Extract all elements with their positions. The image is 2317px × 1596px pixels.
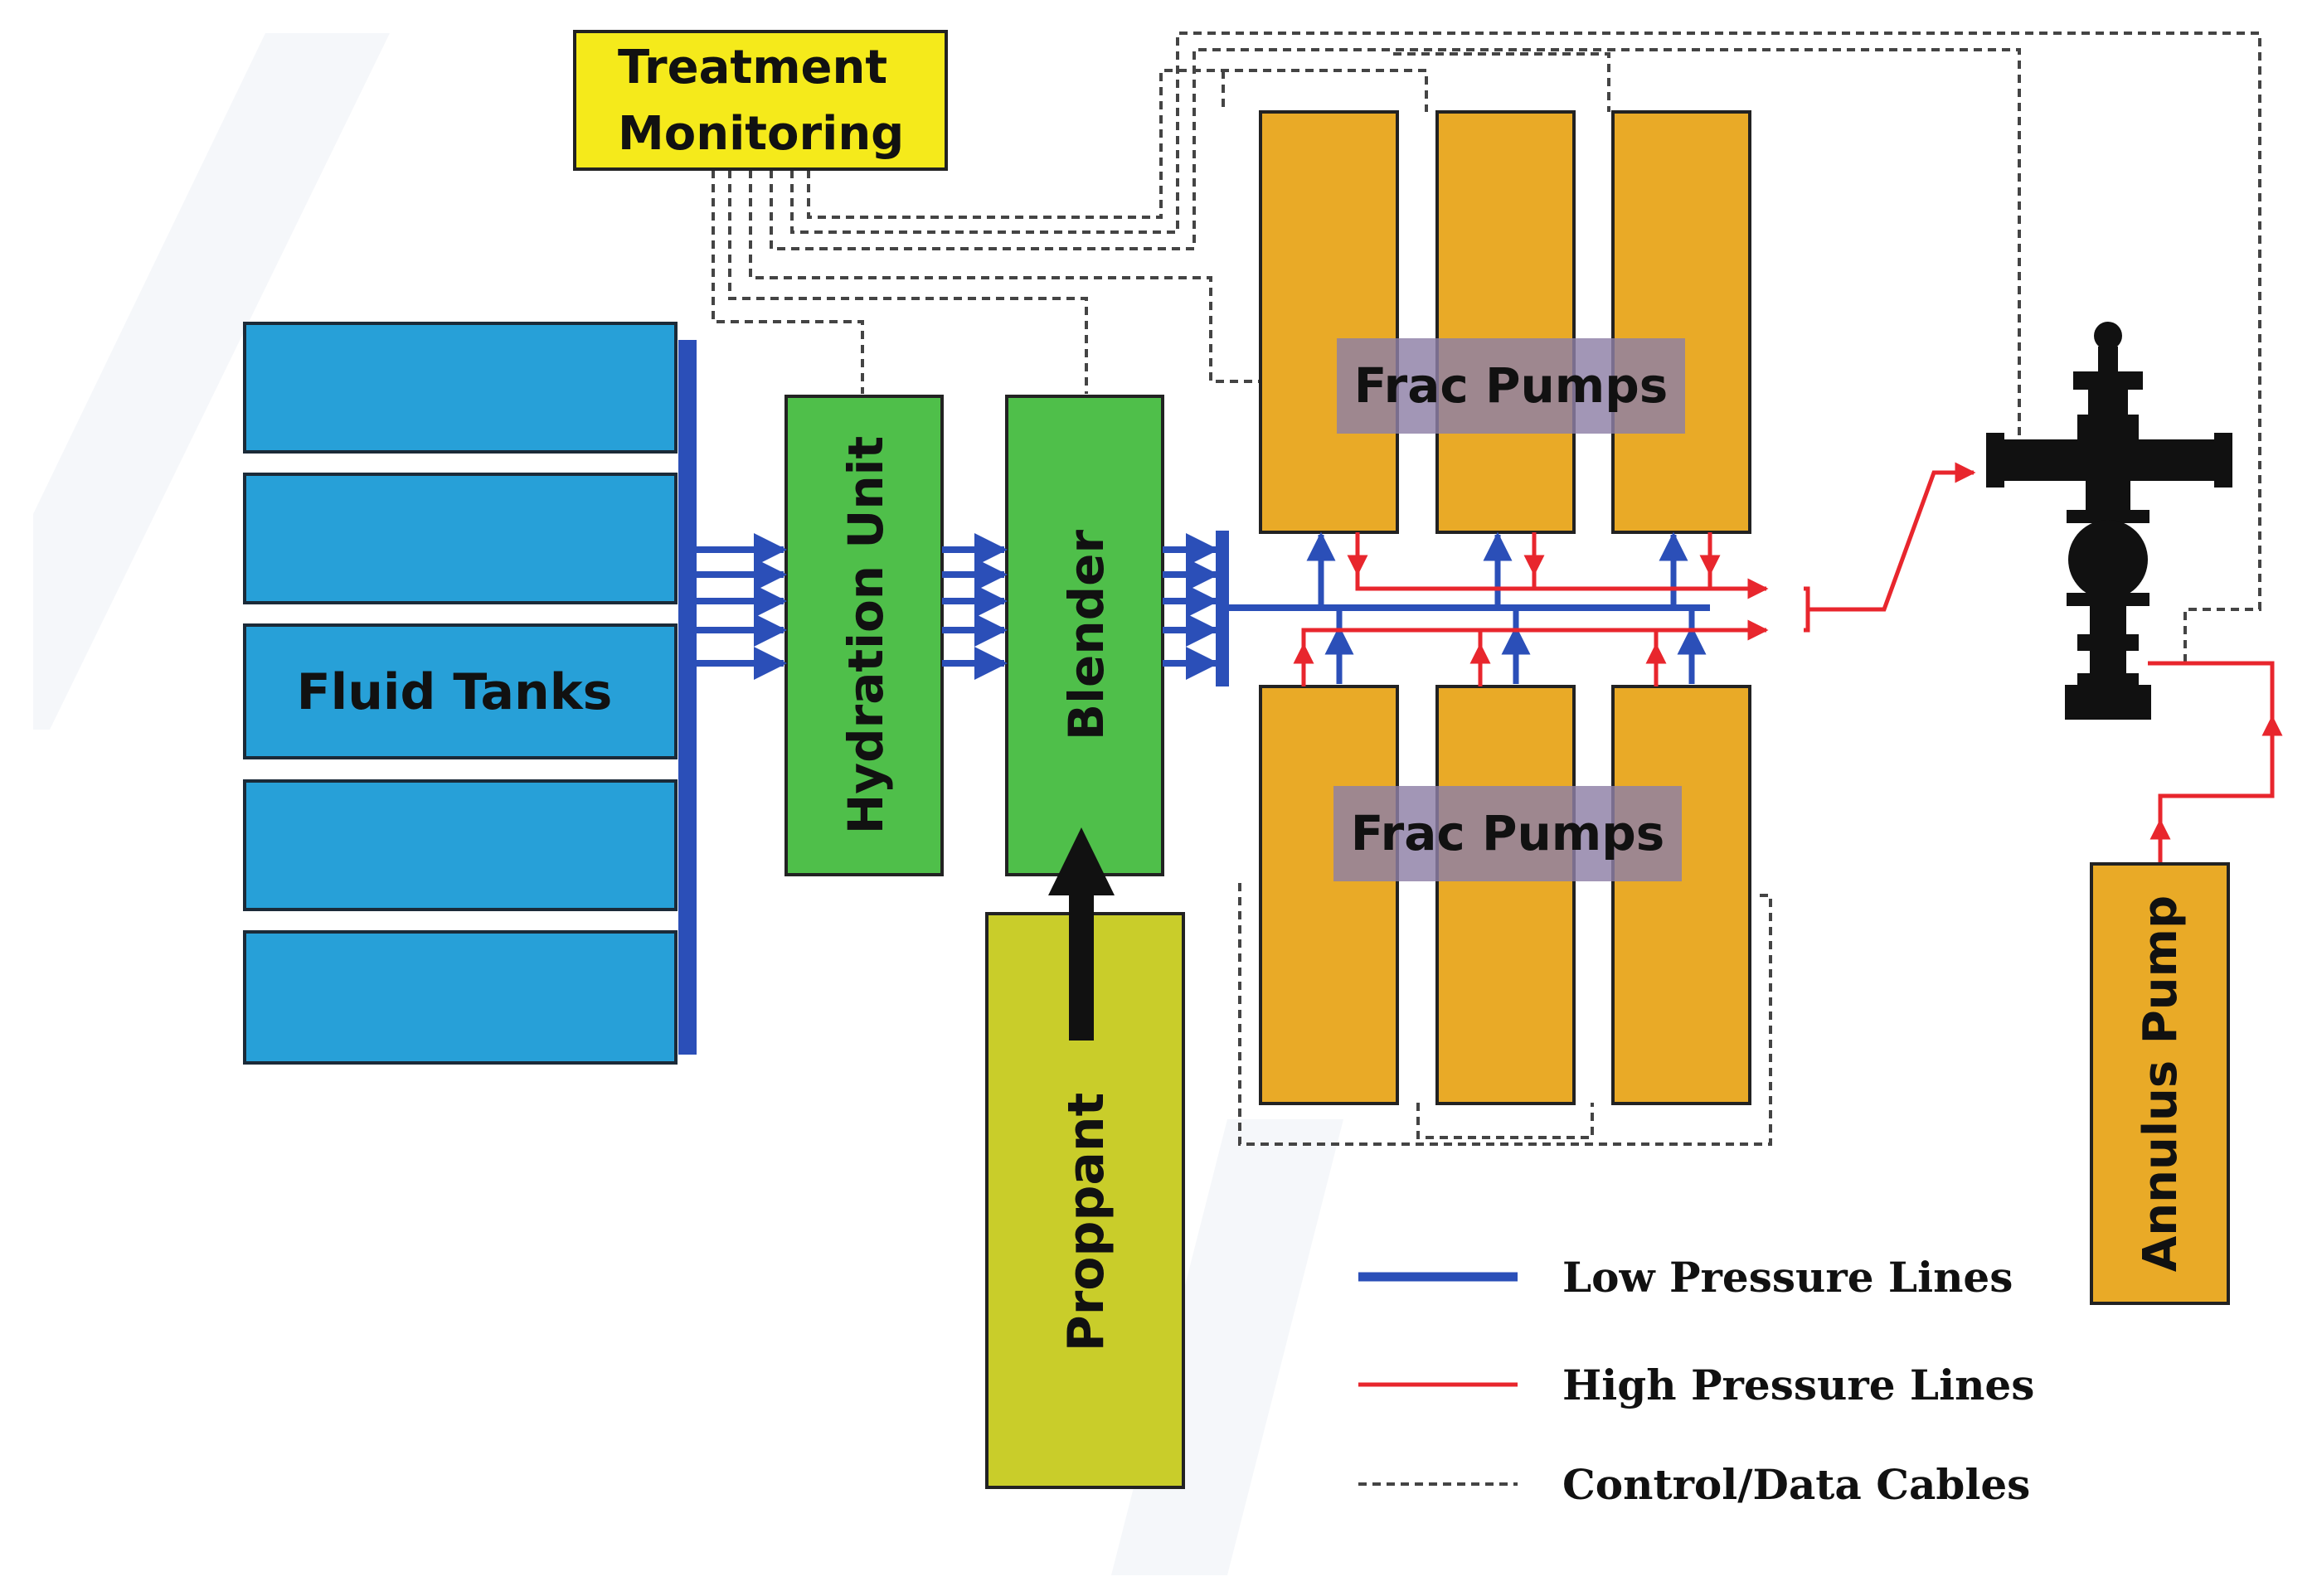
low-pressure-pump-suction (1306, 531, 1707, 684)
fluid-tank-2 (243, 473, 678, 604)
control-data-cables (712, 32, 2261, 1146)
frac-pumps-upper-label-band (1337, 338, 1685, 434)
treatment-monitoring-label-line1: Treatment (618, 41, 887, 95)
treatment-monitoring-label-line2: Monitoring (618, 107, 904, 161)
hydration-unit-label: Hydration Unit (838, 436, 894, 835)
low-pressure-tank-to-hydration (697, 533, 787, 680)
fluid-tank-4 (243, 779, 678, 911)
annulus-pump: Annulus Pump (2090, 862, 2230, 1305)
frac-pumps-lower-label: Frac Pumps (1351, 805, 1665, 861)
hydration-unit: Hydration Unit (784, 395, 944, 876)
low-pressure-blender-to-manifold (1163, 533, 1219, 680)
proppant-feed-arrow (1048, 827, 1115, 1041)
wellhead-icon (1986, 322, 2232, 720)
frac-pump-lower-1 (1259, 685, 1399, 1105)
frac-pump-lower-2 (1435, 685, 1576, 1105)
fluid-tank-5 (243, 930, 678, 1065)
frac-pump-lower-3 (1611, 685, 1751, 1105)
annulus-pump-label: Annulus Pump (2134, 895, 2188, 1272)
blender-discharge-manifold (1216, 531, 1229, 686)
legend-low-pressure-label: Low Pressure Lines (1562, 1253, 2013, 1302)
high-pressure-annulus-line (2148, 661, 2283, 866)
fluid-tanks-label: Fluid Tanks (297, 663, 613, 721)
low-pressure-hydration-to-blender (942, 533, 1008, 680)
treatment-monitoring-box: Treatment Monitoring (573, 30, 948, 171)
frac-pumps-lower-label-band (1333, 786, 1682, 881)
frac-pumps-lower (1259, 685, 1751, 1105)
blender: Blender (1005, 395, 1164, 876)
frac-pumps-upper (1259, 110, 1751, 534)
frac-pump-upper-3 (1611, 110, 1751, 534)
fluid-tank-1 (243, 322, 678, 454)
legend-control-cable-label: Control/Data Cables (1562, 1460, 2030, 1509)
high-pressure-pump-arrows (1293, 535, 1721, 684)
legend-high-pressure-label: High Pressure Lines (1562, 1361, 2034, 1409)
frac-pump-upper-2 (1435, 110, 1576, 534)
fluid-tank-3 (243, 623, 678, 759)
frac-pump-upper-1 (1259, 110, 1399, 534)
fluid-tanks (243, 322, 678, 1065)
legend: Low Pressure Lines High Pressure Lines C… (1358, 1253, 2034, 1509)
low-pressure-lower-risers (1336, 608, 1695, 630)
frac-pumps-upper-label: Frac Pumps (1354, 357, 1669, 414)
blender-label: Blender (1058, 530, 1115, 741)
proppant-label: Proppant (1057, 1093, 1115, 1352)
high-pressure-to-wellhead (1804, 462, 1976, 633)
tank-manifold (678, 340, 697, 1055)
